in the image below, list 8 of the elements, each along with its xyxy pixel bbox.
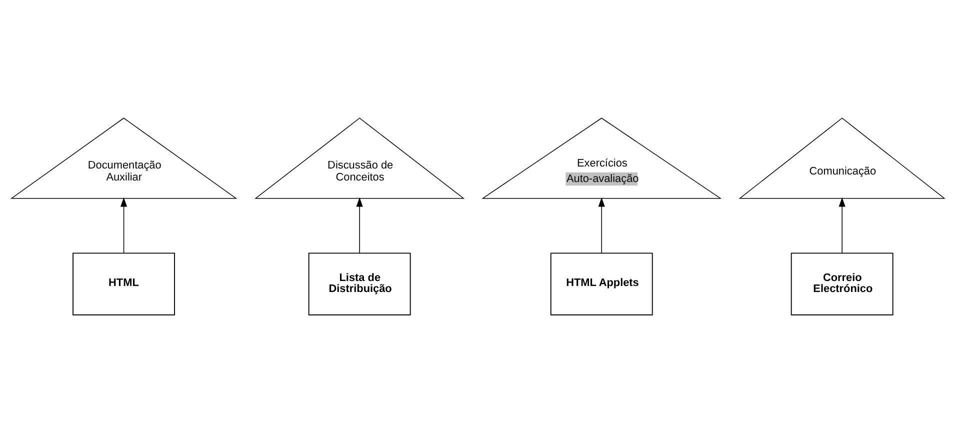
node-box: Correio Electrónico <box>790 252 894 315</box>
arrow <box>120 196 128 253</box>
node-box: HTML <box>72 252 175 315</box>
node-box: HTML Applets <box>550 252 653 315</box>
arrow <box>356 196 363 253</box>
node-box: Lista de Distribuição <box>308 252 411 315</box>
arrow <box>598 196 605 253</box>
arrow <box>838 196 846 253</box>
